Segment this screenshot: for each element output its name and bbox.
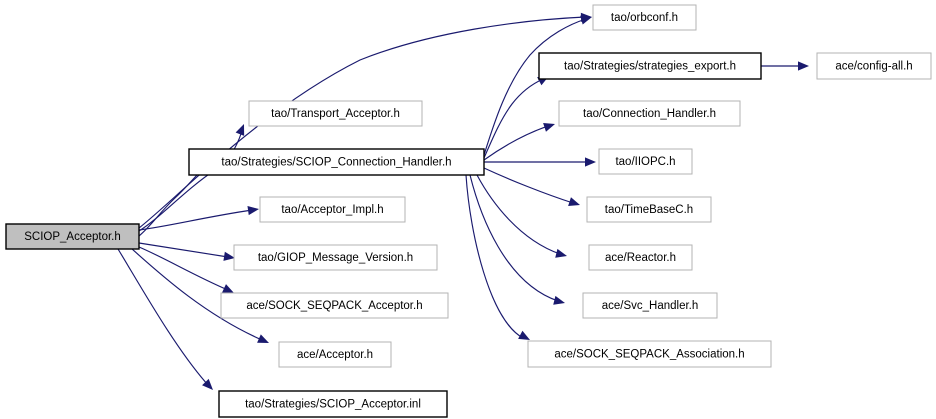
node-box[interactable] <box>558 100 741 127</box>
node-label: tao/GIOP_Message_Version.h <box>258 252 413 264</box>
node-label: ace/Svc_Handler.h <box>602 300 699 312</box>
edge-line <box>483 167 574 204</box>
node-label: ace/Acceptor.h <box>297 349 373 361</box>
node-connection_handler[interactable]: tao/Connection_Handler.h <box>558 100 741 127</box>
node-box[interactable] <box>233 244 438 271</box>
node-reactor[interactable]: ace/Reactor.h <box>588 244 693 271</box>
edge-sciop_connection_handler-to-strategies_export <box>483 76 549 159</box>
node-box[interactable] <box>527 340 772 368</box>
node-label: ace/Reactor.h <box>605 252 676 264</box>
node-sciop_connection_handler[interactable]: tao/Strategies/SCIOP_Connection_Handler.… <box>188 148 485 176</box>
node-label: tao/IIOPC.h <box>615 156 675 168</box>
arrow-head-icon <box>222 284 234 293</box>
node-label: tao/Connection_Handler.h <box>583 108 716 120</box>
node-box[interactable] <box>816 52 932 80</box>
node-timebasec[interactable]: tao/TimeBaseC.h <box>586 196 712 223</box>
edge-line <box>117 248 209 386</box>
node-transport_acceptor[interactable]: tao/Transport_Acceptor.h <box>248 100 423 127</box>
arrow-head-icon <box>585 157 596 167</box>
node-box[interactable] <box>218 390 448 418</box>
arrow-head-icon <box>580 15 592 25</box>
node-label: tao/Transport_Acceptor.h <box>271 108 400 120</box>
node-label: ace/SOCK_SEQPACK_Acceptor.h <box>246 300 422 312</box>
arrow-head-icon <box>202 378 213 390</box>
arrow-head-icon <box>235 124 245 136</box>
edge-line <box>476 174 561 255</box>
node-sciop_acceptor_inl[interactable]: tao/Strategies/SCIOP_Acceptor.inl <box>218 390 448 418</box>
edge-sciop_connection_handler-to-orbconf <box>483 15 592 156</box>
edge-sciop_connection_handler-to-timebasec <box>483 167 580 206</box>
edge-line <box>138 242 229 258</box>
node-label: tao/Acceptor_Impl.h <box>281 204 383 216</box>
edge-line <box>138 130 243 232</box>
arrow-head-icon <box>257 334 269 343</box>
node-label: tao/Strategies/strategies_export.h <box>564 61 736 73</box>
node-box[interactable] <box>5 223 140 250</box>
node-orbconf[interactable]: tao/orbconf.h <box>592 4 697 31</box>
node-strategies_export[interactable]: tao/Strategies/strategies_export.h <box>538 52 762 80</box>
node-box[interactable] <box>259 196 406 223</box>
edge-root-to-sciop_acceptor_inl <box>117 248 213 390</box>
node-layer: SCIOP_Acceptor.h tao/orbconf.h tao/Strateg… <box>5 4 932 418</box>
arrow-head-icon <box>543 123 555 132</box>
edge-root-to-acceptor_impl <box>138 205 259 231</box>
node-box[interactable] <box>220 292 449 319</box>
node-box[interactable] <box>586 196 712 223</box>
node-label: SCIOP_Acceptor.h <box>24 231 121 243</box>
edge-sciop_connection_handler-to-sock_seqpack_association <box>465 174 530 340</box>
node-root[interactable]: SCIOP_Acceptor.h <box>5 223 140 250</box>
arrow-head-icon <box>518 330 530 340</box>
edge-line <box>138 246 229 291</box>
edge-line <box>465 174 524 339</box>
arrow-head-icon <box>568 197 580 206</box>
node-box[interactable] <box>188 148 485 176</box>
edge-root-to-giop_message_version <box>138 242 235 261</box>
arrow-head-icon <box>553 295 565 305</box>
edge-line <box>483 78 544 159</box>
edge-line <box>138 167 205 237</box>
arrow-head-icon <box>798 61 809 71</box>
node-label: tao/Strategies/SCIOP_Acceptor.inl <box>245 399 421 411</box>
edge-strategies_export-to-config_all <box>761 61 809 71</box>
node-acceptor[interactable]: ace/Acceptor.h <box>278 341 392 368</box>
node-box[interactable] <box>598 148 693 175</box>
node-svc_handler[interactable]: ace/Svc_Handler.h <box>582 292 718 319</box>
node-label: tao/Strategies/SCIOP_Connection_Handler.… <box>221 157 451 169</box>
node-box[interactable] <box>588 244 693 271</box>
node-acceptor_impl[interactable]: tao/Acceptor_Impl.h <box>259 196 406 223</box>
edge-line <box>469 174 559 302</box>
node-box[interactable] <box>582 292 718 319</box>
arrow-head-icon <box>555 248 567 258</box>
edge-line <box>483 18 587 156</box>
edge-sciop_connection_handler-to-reactor <box>476 174 567 258</box>
node-label: ace/config-all.h <box>835 61 912 73</box>
node-box[interactable] <box>278 341 392 368</box>
edge-sciop_connection_handler-to-iiopc <box>484 157 596 167</box>
edge-root-to-sock_seqpack_acceptor <box>138 246 234 293</box>
edge-sciop_connection_handler-to-connection_handler <box>483 123 555 161</box>
node-box[interactable] <box>248 100 423 127</box>
edge-sciop_connection_handler-to-svc_handler <box>469 174 565 305</box>
node-config_all[interactable]: ace/config-all.h <box>816 52 932 80</box>
node-box[interactable] <box>592 4 697 31</box>
edge-line <box>138 209 253 231</box>
arrow-head-icon <box>247 205 259 216</box>
edge-line <box>131 248 263 341</box>
node-label: ace/SOCK_SEQPACK_Association.h <box>554 349 744 361</box>
arrow-head-icon <box>223 251 235 261</box>
node-sock_seqpack_association[interactable]: ace/SOCK_SEQPACK_Association.h <box>527 340 772 368</box>
edge-root-to-acceptor <box>131 248 269 343</box>
node-giop_message_version[interactable]: tao/GIOP_Message_Version.h <box>233 244 438 271</box>
edge-line <box>483 125 549 161</box>
node-box[interactable] <box>538 52 762 80</box>
node-sock_seqpack_acceptor[interactable]: ace/SOCK_SEQPACK_Acceptor.h <box>220 292 449 319</box>
node-label: tao/TimeBaseC.h <box>605 204 693 216</box>
node-iiopc[interactable]: tao/IIOPC.h <box>598 148 693 175</box>
node-label: tao/orbconf.h <box>611 12 678 24</box>
